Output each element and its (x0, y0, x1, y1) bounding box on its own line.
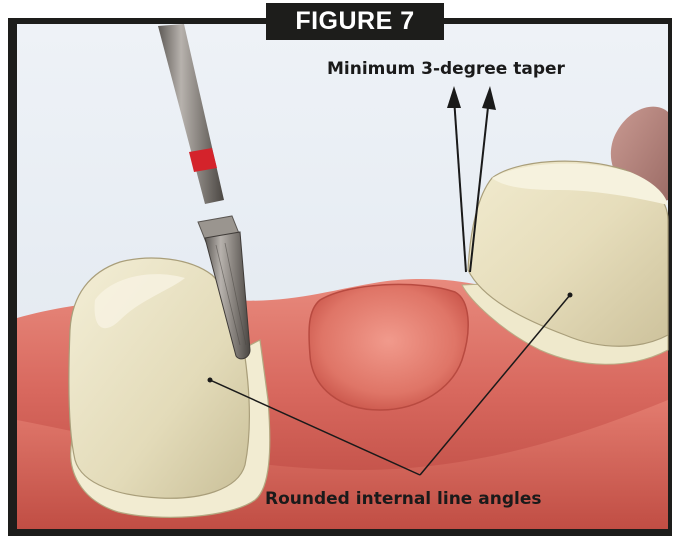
taper-label: Minimum 3-degree taper (327, 59, 565, 79)
bur-band (189, 148, 217, 172)
figure-title: FIGURE 7 (266, 3, 444, 40)
rounded-angles-label: Rounded internal line angles (265, 489, 541, 509)
leader-point-left (208, 378, 213, 383)
leader-point-right (568, 293, 573, 298)
